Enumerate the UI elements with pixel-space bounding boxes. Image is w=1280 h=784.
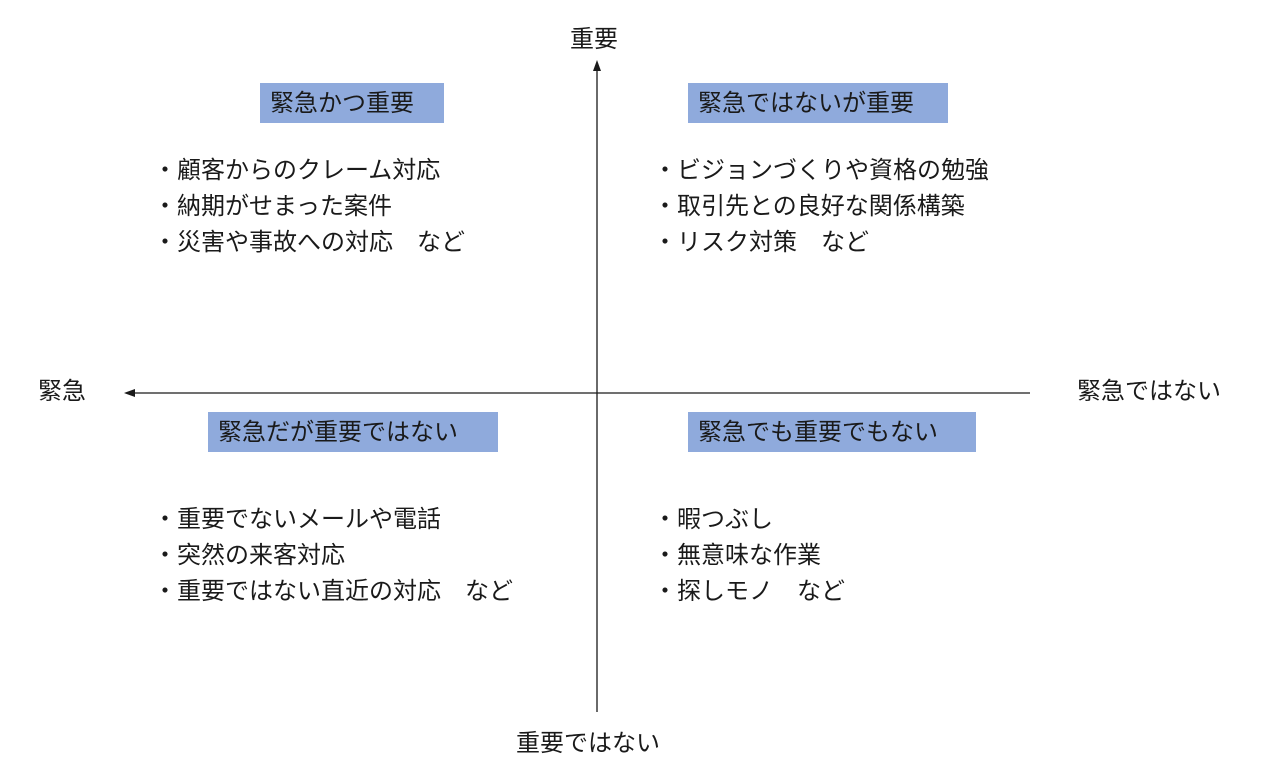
list-item: 突然の来客対応	[153, 537, 513, 573]
quadrant-title-not-urgent-important: 緊急ではないが重要	[688, 83, 948, 123]
list-item: 納期がせまった案件	[153, 188, 465, 224]
quadrant-title-not-urgent-not-important: 緊急でも重要でもない	[688, 412, 976, 452]
list-item: 顧客からのクレーム対応	[153, 152, 465, 188]
list-item: 災害や事故への対応 など	[153, 224, 465, 260]
list-item: ビジョンづくりや資格の勉強	[653, 152, 989, 188]
quadrant-title-urgent-important: 緊急かつ重要	[260, 83, 444, 123]
axis-label-not-important: 重要ではない	[516, 729, 660, 757]
axis-label-important: 重要	[570, 25, 618, 53]
list-item: 重要ではない直近の対応 など	[153, 573, 513, 609]
vertical-axis-arrowhead	[593, 60, 601, 71]
quadrant-list-urgent-important: 顧客からのクレーム対応 納期がせまった案件 災害や事故への対応 など	[153, 152, 465, 260]
quadrant-list-not-urgent-not-important: 暇つぶし 無意味な作業 探しモノ など	[653, 501, 845, 609]
list-item: 暇つぶし	[653, 501, 845, 537]
list-item: 無意味な作業	[653, 537, 845, 573]
quadrant-list-urgent-not-important: 重要でないメールや電話 突然の来客対応 重要ではない直近の対応 など	[153, 501, 513, 609]
list-item: 探しモノ など	[653, 573, 845, 609]
axis-label-urgent: 緊急	[38, 377, 86, 405]
axis-label-not-urgent: 緊急ではない	[1077, 377, 1221, 405]
list-item: リスク対策 など	[653, 224, 989, 260]
list-item: 取引先との良好な関係構築	[653, 188, 989, 224]
quadrant-list-not-urgent-important: ビジョンづくりや資格の勉強 取引先との良好な関係構築 リスク対策 など	[653, 152, 989, 260]
horizontal-axis-arrowhead	[124, 389, 135, 397]
quadrant-title-urgent-not-important: 緊急だが重要ではない	[208, 412, 498, 452]
list-item: 重要でないメールや電話	[153, 501, 513, 537]
